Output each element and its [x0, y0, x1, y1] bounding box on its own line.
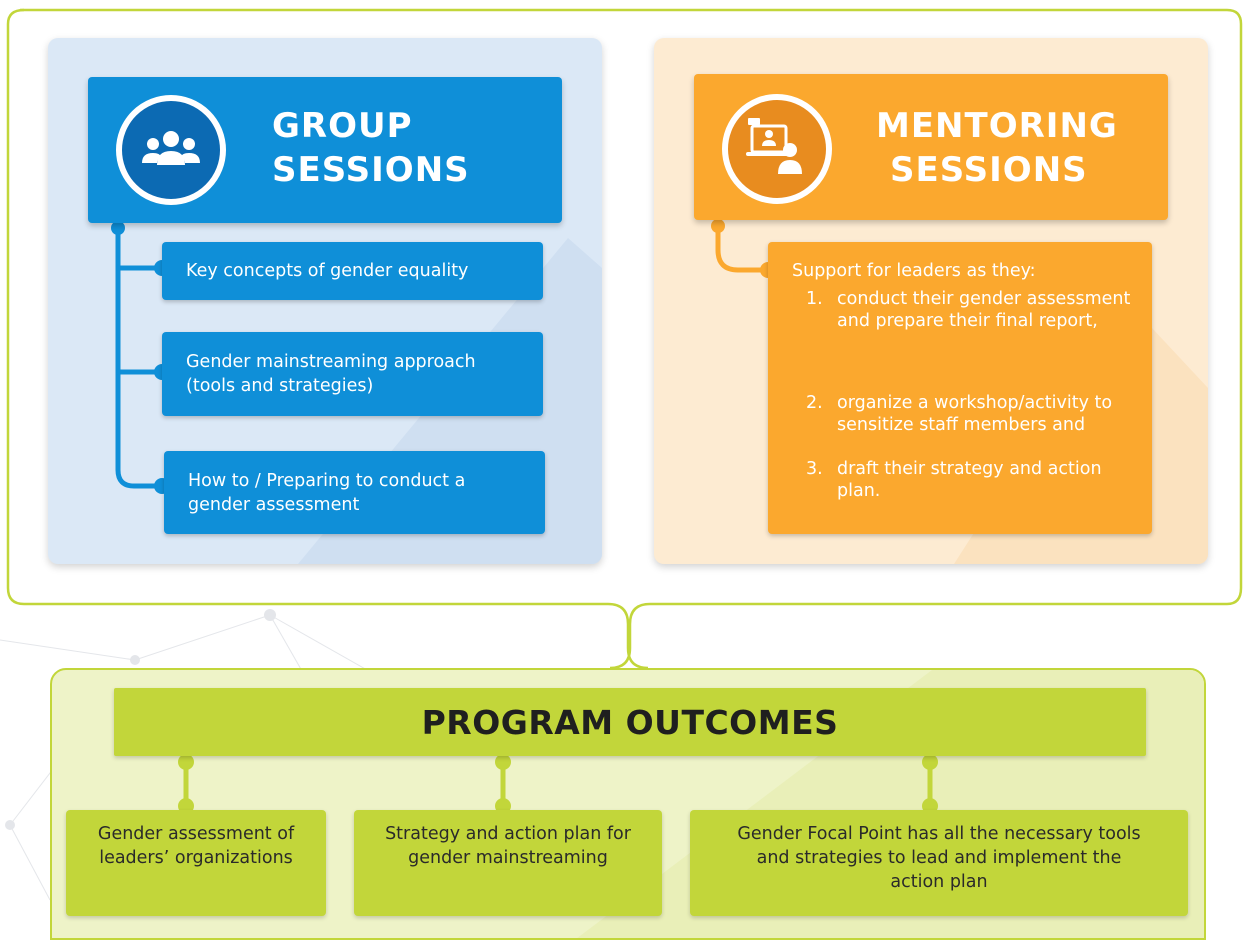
step-text: organize a workshop/activity to sensitiz…	[837, 393, 1113, 435]
group-item: Gender mainstreaming approach (tools and…	[162, 332, 543, 416]
step-number: 1.	[806, 289, 823, 309]
mentoring-support-box: Support for leaders as they: 1. conduct …	[768, 242, 1152, 534]
group-sessions-header: GROUP SESSIONS	[88, 77, 562, 223]
group-item: How to / Preparing to conduct a gender a…	[164, 451, 545, 534]
mentoring-sessions-header: MENTORING SESSIONS	[694, 74, 1168, 220]
group-item: Key concepts of gender equality	[162, 242, 543, 300]
step-number: 2.	[806, 393, 823, 413]
group-item-label: Gender mainstreaming approach (tools and…	[186, 352, 476, 396]
step-text: draft their strategy and action plan.	[837, 459, 1102, 501]
mentoring-sessions-title-line2: SESSIONS	[890, 150, 1088, 190]
group-item-label: How to / Preparing to conduct a gender a…	[188, 470, 466, 515]
program-outcomes-header: PROGRAM OUTCOMES	[114, 688, 1146, 756]
outcome-item: Gender assessment of leaders’ organizati…	[66, 810, 326, 916]
outcome-item: Strategy and action plan for gender main…	[354, 810, 662, 916]
group-item-label: Key concepts of gender equality	[186, 261, 469, 281]
step-number: 3.	[806, 459, 823, 479]
online-mentoring-icon	[722, 94, 832, 204]
outcome-item: Gender Focal Point has all the necessary…	[690, 810, 1188, 916]
program-outcomes-title: PROGRAM OUTCOMES	[421, 702, 839, 742]
outcome-item-label: Gender Focal Point has all the necessary…	[737, 824, 1141, 892]
step-text: conduct their gender assessment and prep…	[837, 289, 1131, 331]
mentoring-intro: Support for leaders as they:	[792, 261, 1036, 281]
mentoring-sessions-title-line1: MENTORING	[876, 106, 1118, 146]
group-sessions-title-line1: GROUP	[272, 106, 413, 146]
outcome-item-label: Gender assessment of leaders’ organizati…	[97, 824, 295, 868]
group-people-icon	[116, 95, 226, 205]
group-sessions-title-line2: SESSIONS	[272, 150, 470, 190]
outcome-item-label: Strategy and action plan for gender main…	[385, 824, 631, 868]
